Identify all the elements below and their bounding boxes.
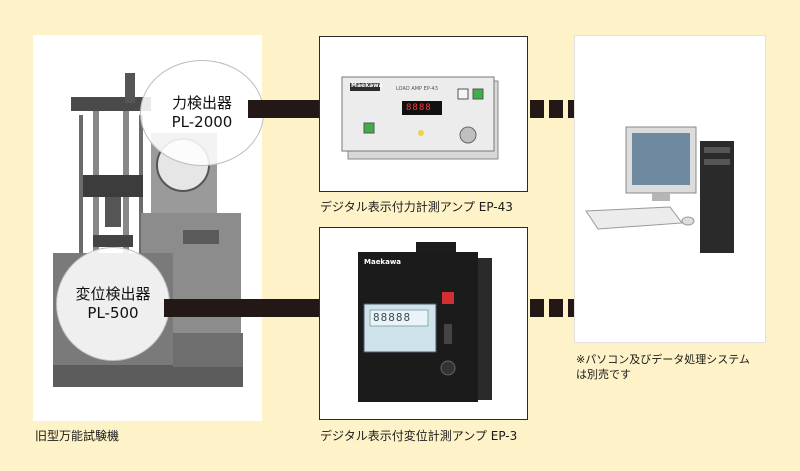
disp-sensor-model: PL-500: [87, 304, 139, 322]
machine-caption: 旧型万能試験機: [35, 429, 120, 443]
disp-dash-1: [530, 299, 544, 317]
force-sensor-model: PL-2000: [171, 113, 233, 131]
disp-sensor-name: 変位検出器: [75, 285, 151, 304]
force-sensor-name: 力検出器: [171, 94, 232, 113]
pc-panel: [574, 35, 766, 343]
force-dash-2: [549, 100, 563, 118]
disp-amp-illustration: [358, 242, 492, 402]
pc-note-line2: は別売です: [576, 368, 631, 381]
force-amp-brand: Maekawa: [351, 82, 383, 89]
force-amp-panel: Maekawa LOAD AMP EP-43 8888: [319, 36, 528, 192]
pc-note-line1: ※パソコン及びデータ処理システム: [576, 353, 750, 366]
disp-amp-brand: Maekawa: [364, 258, 402, 266]
force-amp-illustration: [341, 76, 499, 160]
force-amp-display: 8888: [406, 103, 432, 113]
force-connector: [248, 100, 320, 118]
disp-sensor-callout: 変位検出器 PL-500: [56, 247, 170, 361]
force-sensor-callout: 力検出器 PL-2000: [140, 60, 264, 166]
force-amp-panel-text: LOAD AMP EP-43: [396, 86, 438, 92]
disp-connector: [164, 299, 320, 317]
force-amp-caption: デジタル表示付力計測アンプ EP-43: [320, 200, 513, 214]
disp-amp-display: 88888: [373, 311, 412, 324]
disp-amp-panel: Maekawa 88888: [319, 227, 528, 420]
disp-dash-2: [549, 299, 563, 317]
disp-amp-caption: デジタル表示付変位計測アンプ EP-3: [320, 429, 518, 443]
force-dash-1: [530, 100, 544, 118]
pc-illustration: [585, 126, 734, 253]
